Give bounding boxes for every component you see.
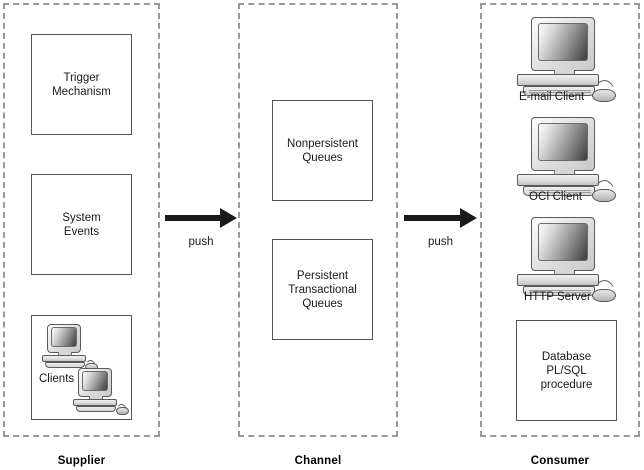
computer-icon-email-client: [514, 17, 618, 102]
label-oci-client: OCI Client: [529, 191, 583, 203]
lane-supplier: [3, 3, 160, 437]
computer-base: [73, 399, 117, 406]
computer-icon-http-server: [514, 217, 618, 302]
monitor-neck: [554, 270, 575, 276]
screen-icon: [51, 327, 77, 347]
screen-icon: [538, 23, 588, 61]
keyboard-icon: [76, 406, 116, 412]
box-system-events: System Events: [31, 174, 132, 275]
box-persistent-transactional-queues: Persistent Transactional Queues: [272, 239, 373, 340]
mouse-icon: [116, 407, 129, 415]
computer-icon: [72, 368, 129, 415]
arrow-shaft: [404, 215, 461, 221]
lane-consumer: [480, 3, 640, 437]
computer-icon-oci-client: [514, 117, 618, 202]
clients-label: Clients: [39, 373, 75, 385]
arrow-head: [460, 208, 477, 228]
computer-base: [42, 355, 86, 362]
mouse-cord: [594, 80, 615, 94]
screen-icon: [538, 223, 588, 261]
box-system-events-label: System Events: [62, 211, 101, 238]
label-email-client: E-mail Client: [519, 91, 585, 103]
lane-label-consumer: Consumer: [530, 455, 590, 467]
mouse-cord: [116, 404, 127, 412]
keyboard-icon: [45, 362, 85, 368]
monitor-neck: [554, 70, 575, 76]
lane-channel: [238, 3, 398, 437]
box-nonpersistent-queues-label: Nonpersistent Queues: [287, 137, 358, 164]
monitor-neck: [58, 352, 72, 356]
box-database-plsql-procedure-label: Database PL/SQL procedure: [540, 350, 593, 391]
mouse-cord: [594, 180, 615, 194]
monitor-neck: [89, 396, 103, 400]
box-clients: Clients: [31, 315, 132, 420]
monitor-neck: [554, 170, 575, 176]
box-persistent-transactional-queues-label: Persistent Transactional Queues: [288, 269, 357, 310]
box-trigger-mechanism: Trigger Mechanism: [31, 34, 132, 135]
label-http-server: HTTP Server: [524, 291, 591, 303]
arrow-label-push-1: push: [188, 236, 214, 248]
box-database-plsql-procedure: Database PL/SQL procedure: [516, 320, 617, 421]
arrow-supplier-to-channel: [165, 207, 237, 229]
screen-icon: [538, 123, 588, 161]
arrow-shaft: [165, 215, 221, 221]
computer-base: [517, 174, 599, 186]
arrow-label-push-2: push: [428, 236, 453, 248]
mouse-cord: [85, 360, 96, 368]
lane-label-channel: Channel: [294, 455, 342, 467]
arrow-head: [220, 208, 237, 228]
lane-label-supplier: Supplier: [57, 455, 106, 467]
computer-base: [517, 74, 599, 86]
mouse-icon: [592, 189, 616, 202]
computer-icon: [41, 324, 98, 371]
mouse-cord: [594, 280, 615, 294]
arrow-channel-to-consumer: [404, 207, 477, 229]
box-nonpersistent-queues: Nonpersistent Queues: [272, 100, 373, 201]
screen-icon: [82, 371, 108, 391]
box-trigger-mechanism-label: Trigger Mechanism: [52, 71, 111, 98]
computer-base: [517, 274, 599, 286]
mouse-icon: [592, 89, 616, 102]
mouse-icon: [592, 289, 616, 302]
